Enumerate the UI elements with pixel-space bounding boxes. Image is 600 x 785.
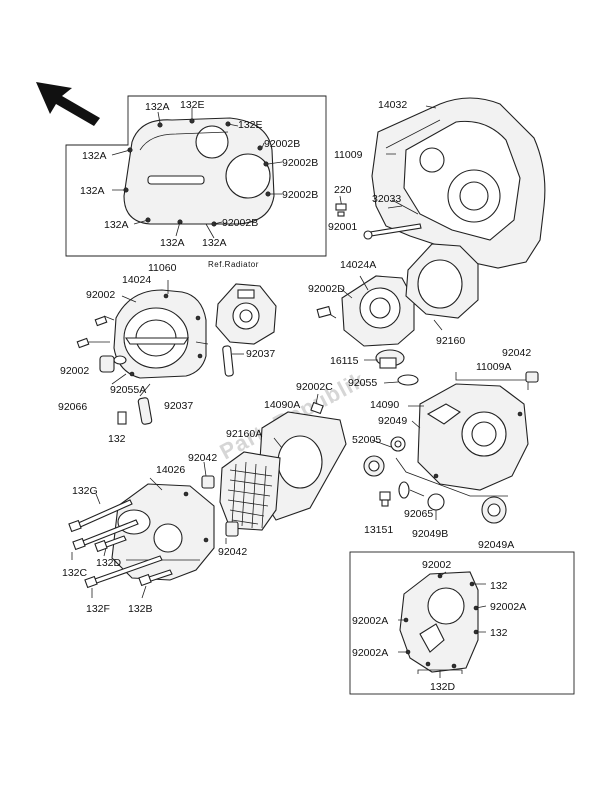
label-92065: 92065 xyxy=(404,508,433,520)
label-92002B-2: 92002B xyxy=(282,157,318,169)
oring-92055-part xyxy=(397,374,419,386)
hose-clamp-92037-part xyxy=(137,397,153,425)
generator-cover-14024A-part xyxy=(341,275,415,347)
label-13151: 13151 xyxy=(364,524,393,536)
label-132-inset-1: 132 xyxy=(490,580,508,592)
label-14090: 14090 xyxy=(370,399,399,411)
label-92160: 92160 xyxy=(436,335,465,347)
dowel-92042-low-part xyxy=(225,521,239,537)
label-32033: 32033 xyxy=(372,193,401,205)
label-92001: 92001 xyxy=(328,221,357,233)
inset-clutch-cover-group xyxy=(65,95,327,257)
label-92042-low: 92042 xyxy=(218,546,247,558)
label-132B: 132B xyxy=(128,603,153,615)
label-132-mid: 132 xyxy=(108,433,126,445)
label-92049A: 92049A xyxy=(478,539,514,551)
label-92002B-4: 92002B xyxy=(222,217,258,229)
label-132A-left-2: 132A xyxy=(80,185,105,197)
seal-92049B-part xyxy=(427,493,445,511)
label-132C: 132C xyxy=(62,567,88,579)
cover-bolts xyxy=(123,118,271,227)
label-92002C: 92002C xyxy=(296,381,333,393)
dowel-92042-mid-part xyxy=(201,475,215,489)
label-132A-bottom-3: 132A xyxy=(202,237,227,249)
label-132A-bottom-1: 132A xyxy=(104,219,129,231)
label-92037-left: 92037 xyxy=(164,400,193,412)
label-14024A: 14024A xyxy=(340,259,376,271)
label-92049B: 92049B xyxy=(412,528,448,540)
cap-16115-part xyxy=(375,349,405,369)
label-132A-bottom-2: 132A xyxy=(160,237,185,249)
label-14090A: 14090A xyxy=(264,399,300,411)
label-92055A: 92055A xyxy=(110,384,146,396)
oil-screen-part xyxy=(219,451,281,531)
label-220: 220 xyxy=(334,184,352,196)
label-132E-1: 132E xyxy=(180,99,205,111)
pin-32033-part xyxy=(363,223,422,240)
label-92002-inset: 92002 xyxy=(422,559,451,571)
oring-92055A-part xyxy=(113,355,127,365)
seal-92049-part xyxy=(390,436,406,452)
label-92037-right: 92037 xyxy=(246,348,275,360)
label-92066: 92066 xyxy=(58,401,87,413)
label-132E-2: 132E xyxy=(238,119,263,131)
label-92002A-right: 92002A xyxy=(490,601,526,613)
label-14026: 14026 xyxy=(156,464,185,476)
label-92160A: 92160A xyxy=(226,428,262,440)
label-52005: 52005 xyxy=(352,434,381,446)
sprocket-cover-part xyxy=(111,483,215,581)
collar-92066-part xyxy=(99,355,115,373)
label-11009: 11009 xyxy=(334,149,363,161)
water-pump-body-part xyxy=(215,283,277,345)
clutch-side-cover-part xyxy=(417,383,529,491)
label-92002B-3: 92002B xyxy=(282,189,318,201)
ref-radiator-note: Ref.Radiator xyxy=(208,260,259,269)
label-16115: 16115 xyxy=(330,355,359,367)
label-14032: 14032 xyxy=(378,99,407,111)
dowel-92042-part xyxy=(525,371,539,383)
label-132A-left-1: 132A xyxy=(82,150,107,162)
gasket-92160-part xyxy=(405,243,479,319)
label-92055: 92055 xyxy=(348,377,377,389)
clutch-cover-part xyxy=(123,117,275,225)
label-92002B-1: 92002B xyxy=(264,138,300,150)
ring-92065-part xyxy=(398,481,410,499)
seal-92049A-part xyxy=(481,496,507,524)
label-132F: 132F xyxy=(86,603,110,615)
label-92002A-left-1: 92002A xyxy=(352,615,388,627)
water-pump-cover-part xyxy=(113,289,207,379)
label-132A-top: 132A xyxy=(145,101,170,113)
bolt-220-part xyxy=(335,203,347,217)
hose-92037-part xyxy=(222,345,234,377)
label-92002A-left-2: 92002A xyxy=(352,647,388,659)
bearing-52005-part xyxy=(363,455,385,477)
bolt-132-part xyxy=(117,411,127,425)
inset-bolt-locations-box xyxy=(349,551,575,695)
label-92002-mid-1: 92002 xyxy=(86,289,115,301)
label-14024: 14024 xyxy=(122,274,151,286)
label-11060: 11060 xyxy=(148,262,177,274)
label-132D-low: 132D xyxy=(96,557,122,569)
label-92002-mid-2: 92002 xyxy=(60,365,89,377)
inset-cover-part xyxy=(399,571,479,673)
bolts-lower-left xyxy=(68,499,173,589)
label-11009A: 11009A xyxy=(476,361,511,373)
label-132D-inset: 132D xyxy=(430,681,456,693)
screw-13151-part xyxy=(379,491,391,507)
bolt-92002D-part xyxy=(316,305,332,319)
label-92002D: 92002D xyxy=(308,283,345,295)
bolt-92002C-part xyxy=(310,401,324,415)
gasket-92160A-part xyxy=(257,411,347,521)
label-92042-right: 92042 xyxy=(502,347,531,359)
label-132-inset-2: 132 xyxy=(490,627,508,639)
crankcase-cover-part xyxy=(371,97,546,269)
label-92049: 92049 xyxy=(378,415,407,427)
label-92042-mid: 92042 xyxy=(188,452,217,464)
front-direction-arrow-icon xyxy=(36,82,100,126)
label-132G: 132G xyxy=(72,485,98,497)
bolt-92002-part xyxy=(76,315,108,349)
